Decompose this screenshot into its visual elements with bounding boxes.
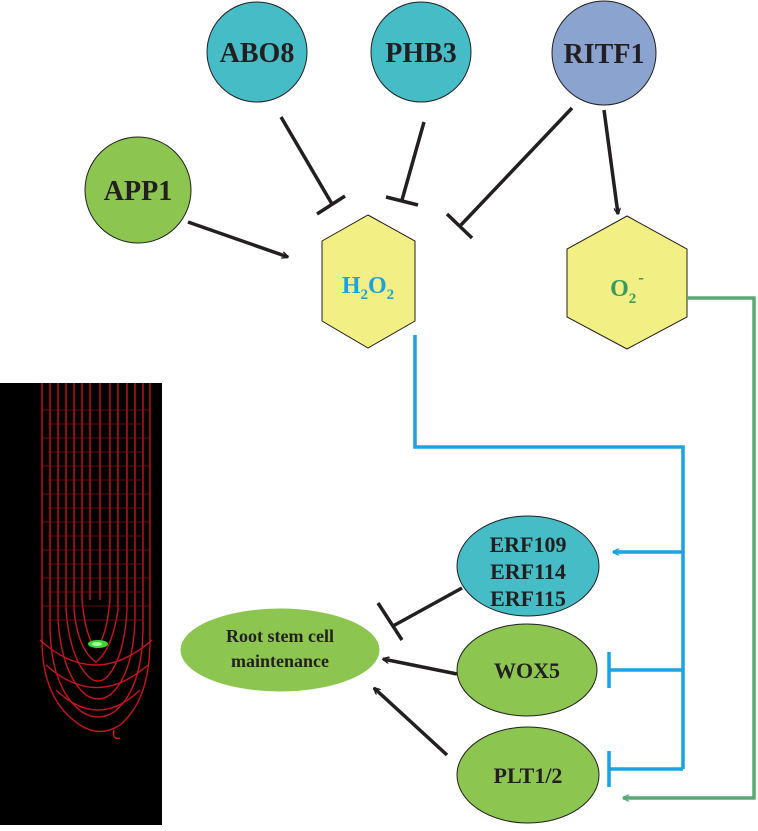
phb3-label: PHB3 xyxy=(385,38,457,69)
erf-inhibitor-bar xyxy=(376,602,404,641)
abo8-label: ABO8 xyxy=(220,38,295,69)
erf115-label: ERF115 xyxy=(490,586,566,611)
superoxide-signaling-lines xyxy=(623,296,756,798)
phb3-inhibitor-bar xyxy=(385,195,419,207)
erf-inhibits-stem-cell-edge xyxy=(392,586,463,628)
h2o2-sub2: 2 xyxy=(387,287,395,303)
ritf1-inhibits-h2o2-edge xyxy=(458,106,574,228)
plt-node: PLT1/2 xyxy=(456,726,600,824)
superoxide-sup: - xyxy=(638,268,644,287)
ritf1-activates-superoxide-edge xyxy=(602,109,618,214)
outcome-line-2: maintenance xyxy=(231,651,329,671)
h2o2-h: H xyxy=(342,273,361,299)
h2o2-o: O xyxy=(368,273,387,299)
phb3-inhibits-h2o2-edge xyxy=(400,121,426,201)
superoxide-hexagon: O2- xyxy=(566,215,688,350)
superoxide-sub: 2 xyxy=(629,291,637,307)
h2o2-trunk-line xyxy=(413,335,685,769)
h2o2-signaling-lines xyxy=(413,335,685,787)
abo8-node: ABO8 xyxy=(206,1,308,103)
erf114-label: ERF114 xyxy=(490,559,566,584)
root-tip-micrograph xyxy=(0,383,162,825)
abo8-inhibitor-bar xyxy=(316,194,346,216)
wox5-node: WOX5 xyxy=(456,623,598,717)
superoxide-label: O2- xyxy=(610,268,644,307)
abo8-inhibits-h2o2-edge xyxy=(279,116,334,205)
plt-activates-stem-cell-edge xyxy=(374,688,449,757)
plt-label: PLT1/2 xyxy=(494,763,563,788)
app1-node: APP1 xyxy=(84,136,192,244)
ritf1-inhibitor-bar xyxy=(445,212,474,240)
h2o2-label: H2O2 xyxy=(342,273,394,303)
h2o2-sub1: 2 xyxy=(361,287,369,303)
wox5-label: WOX5 xyxy=(494,658,560,683)
erf109-label: ERF109 xyxy=(490,532,567,557)
wox5-activates-stem-cell-edge xyxy=(383,659,458,676)
ritf1-label: RITF1 xyxy=(564,39,645,70)
superoxide-o: O xyxy=(610,276,629,302)
erf-node: ERF109 ERF114 ERF115 xyxy=(456,515,600,617)
h2o2-hexagon: H2O2 xyxy=(321,214,416,349)
phb3-node: PHB3 xyxy=(370,1,472,103)
root-stem-cell-node: Root stem cell maintenance xyxy=(179,607,381,693)
lower-edges xyxy=(374,586,463,757)
app1-activates-h2o2-edge xyxy=(187,220,288,257)
top-edges xyxy=(187,106,618,257)
superoxide-activates-plt-edge xyxy=(623,296,756,798)
ritf1-node: RITF1 xyxy=(551,0,657,106)
outcome-line-1: Root stem cell xyxy=(226,626,334,646)
app1-label: APP1 xyxy=(104,176,172,207)
